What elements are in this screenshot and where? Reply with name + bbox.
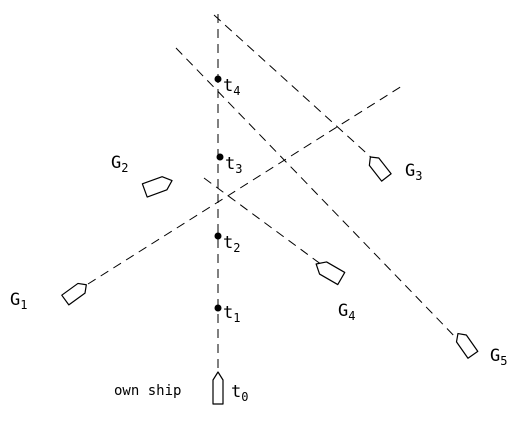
t1-dot — [214, 304, 222, 312]
own-ship-icon — [212, 371, 224, 405]
g5-ship-icon — [455, 332, 479, 359]
g1-ship-icon — [61, 282, 87, 306]
g3-ship-icon — [368, 156, 392, 182]
g5-track-line — [175, 47, 461, 343]
g5-label: G5 — [490, 346, 507, 368]
t0-label: t0 — [231, 382, 248, 404]
t1-label: t1 — [223, 303, 240, 325]
g3-label: G3 — [405, 161, 422, 183]
g3-track-line — [213, 14, 375, 161]
g4-track-line — [203, 177, 323, 266]
g2-label: G2 — [111, 153, 128, 175]
g4-label: G4 — [338, 301, 355, 323]
t4-label: t4 — [223, 76, 240, 98]
t2-label: t2 — [223, 233, 240, 255]
g2-ship-icon — [141, 176, 173, 198]
own-ship-label: own ship — [114, 383, 181, 399]
t3-label: t3 — [225, 154, 242, 176]
g1-label: G1 — [10, 290, 27, 312]
t3-dot — [216, 153, 224, 161]
t2-dot — [214, 232, 222, 240]
t4-dot — [214, 75, 222, 83]
g4-ship-icon — [315, 261, 346, 286]
g1-track-line — [87, 85, 403, 285]
